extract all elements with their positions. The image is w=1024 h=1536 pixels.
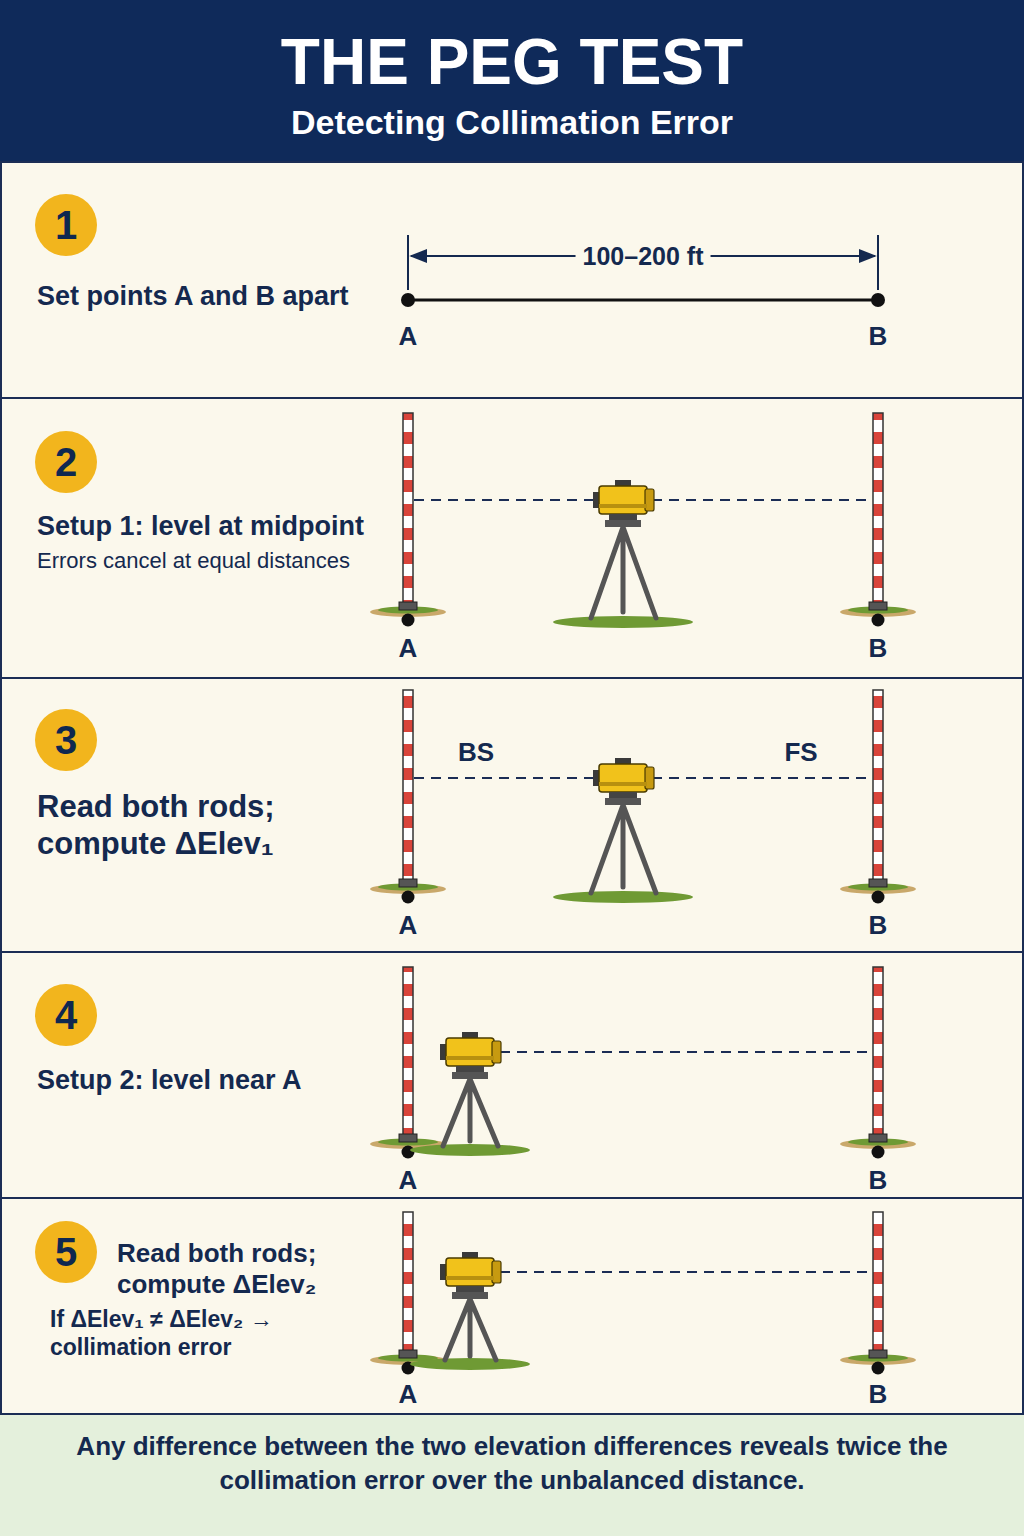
panel-border: [0, 951, 1024, 953]
grass: [410, 1144, 530, 1156]
readings-near-a: [370, 1212, 916, 1375]
rod-base: [840, 1350, 916, 1375]
step-heading: Read both rods; compute ΔElev₁: [37, 788, 382, 862]
setup-midpoint: [370, 413, 916, 628]
step-panel: Set points A and B apart 1: [0, 162, 1024, 398]
callout-number: 3: [55, 718, 77, 763]
step-number: 3: [35, 709, 97, 771]
point-label: A: [399, 1379, 418, 1410]
level-rod: [873, 413, 883, 608]
dimension-tick: [407, 235, 409, 290]
point-label: B: [869, 1165, 888, 1196]
rod-base: [840, 1134, 916, 1159]
readings-midpoint: [370, 690, 916, 904]
dimension: [401, 235, 885, 307]
level-rod: [403, 690, 413, 885]
step-heading: Set points A and B apart: [37, 280, 382, 312]
level-rod: [403, 967, 413, 1140]
panel-border: [0, 1197, 1024, 1199]
step-text: Read both rods; compute ΔElev₁: [37, 788, 382, 862]
dimension-tick: [877, 235, 879, 290]
step-text: Setup 2: level near A: [37, 1064, 382, 1096]
panel-border: [0, 397, 1024, 399]
step-heading: Setup 1: level at midpoint: [37, 510, 382, 542]
level-instrument: [593, 758, 654, 805]
step-text: Setup 1: level at midpointErrors cancel …: [37, 510, 382, 575]
grass: [553, 616, 693, 628]
title-bar: [0, 0, 1024, 162]
step-number: 1: [35, 194, 97, 256]
point-label: A: [399, 321, 418, 352]
panel-border: [0, 161, 1024, 163]
level-rod: [403, 413, 413, 608]
panel-border: [0, 162, 2, 1414]
step-number: 4: [35, 984, 97, 1046]
step-note: Errors cancel at equal distances: [37, 548, 382, 574]
panel-border: [0, 1413, 1024, 1415]
rod-base: [840, 602, 916, 627]
point-label: B: [869, 1379, 888, 1410]
rod-base: [840, 879, 916, 904]
step-panel: Setup 2: level near A 4: [0, 952, 1024, 1198]
baseline: [408, 299, 878, 302]
level-rod: [873, 690, 883, 885]
point-marker: [871, 293, 885, 307]
tripod: [445, 1299, 496, 1360]
point-label: B: [869, 321, 888, 352]
reading-label: FS: [784, 737, 817, 768]
point-marker: [401, 293, 415, 307]
line-of-sight: [500, 1051, 872, 1053]
step-heading: Setup 2: level near A: [37, 1064, 382, 1096]
tripod: [591, 527, 656, 618]
callout-number: 5: [55, 1230, 77, 1275]
level-instrument: [440, 1252, 501, 1299]
grass: [410, 1358, 530, 1370]
dimension-label: 100–200 ft: [576, 242, 711, 271]
panel-border: [0, 677, 1024, 679]
caption: Any difference between the two elevation…: [50, 1430, 974, 1498]
setup-near-a: [370, 967, 916, 1159]
subtitle: Detecting Collimation Error: [291, 103, 733, 142]
point-label: B: [869, 910, 888, 941]
point-label: B: [869, 633, 888, 664]
caption-band: [0, 1414, 1024, 1536]
step-heading: Read both rods; compute ΔElev₂: [50, 1238, 385, 1300]
rod-base: [370, 602, 446, 627]
point-label: A: [399, 633, 418, 664]
line-of-sight: [500, 1271, 872, 1273]
grass: [553, 891, 693, 903]
tripod: [443, 1079, 498, 1146]
step-note: If ΔElev₁ ≠ ΔElev₂ → collimation error: [50, 1306, 385, 1361]
step-text: Read both rods; compute ΔElev₂ If ΔElev₁ …: [50, 1238, 385, 1362]
point-label: A: [399, 1165, 418, 1196]
level-rod: [403, 1212, 413, 1356]
title: THE PEG TEST: [281, 25, 743, 99]
callout-number: 1: [55, 203, 77, 248]
point-label: A: [399, 910, 418, 941]
step-number: 2: [35, 431, 97, 493]
tripod: [591, 805, 656, 893]
callout-number: 2: [55, 440, 77, 485]
panel-border: [1022, 162, 1024, 1414]
rod-base: [370, 879, 446, 904]
callout-number: 4: [55, 993, 77, 1038]
level-rod: [873, 1212, 883, 1356]
level-instrument: [440, 1032, 501, 1079]
step-number: 5: [35, 1221, 97, 1283]
reading-label: BS: [458, 737, 494, 768]
panel-borders: [0, 162, 1024, 1414]
level-rod: [873, 967, 883, 1140]
level-instrument: [593, 480, 654, 527]
step-text: Set points A and B apart: [37, 280, 382, 312]
